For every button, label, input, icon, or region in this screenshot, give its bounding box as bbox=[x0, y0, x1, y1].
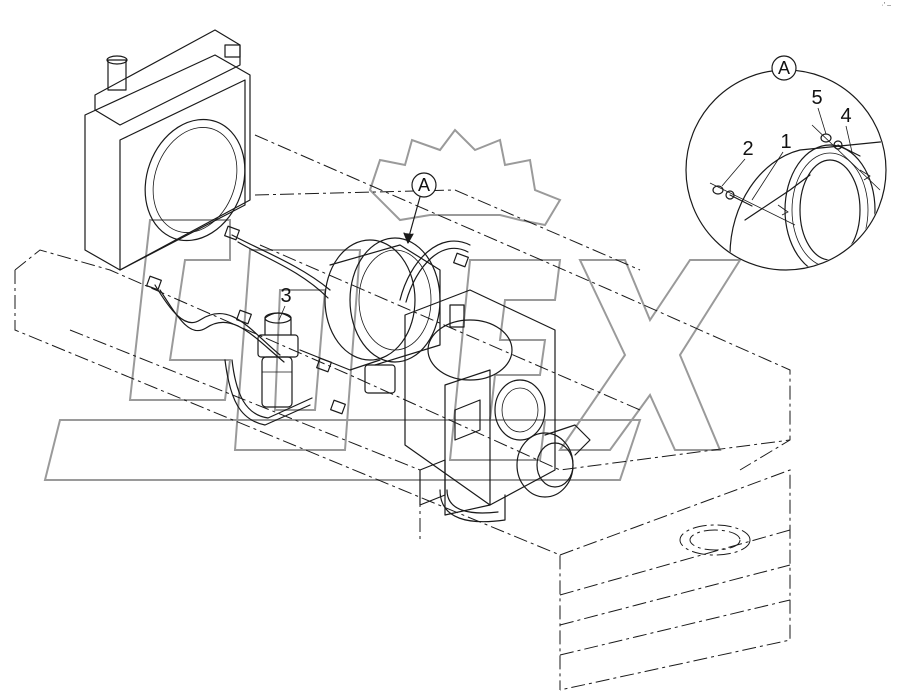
radiator-body bbox=[84, 54, 251, 271]
callout-4-leader bbox=[845, 125, 853, 153]
radiator-outlet-pipe bbox=[224, 44, 241, 58]
watermark-letter-e bbox=[448, 259, 562, 461]
hose-radiator-to-transmission bbox=[231, 234, 331, 291]
callout-3: 3 bbox=[278, 285, 292, 321]
converter-housing-rear bbox=[324, 239, 416, 361]
fitting-lower bbox=[330, 399, 346, 415]
detail-view-a: A 1 2 5 4 bbox=[685, 55, 887, 271]
output-yoke bbox=[544, 424, 591, 456]
converter-housing-front bbox=[349, 237, 441, 363]
transmission bbox=[324, 237, 591, 516]
hose-bottom-loop bbox=[439, 489, 506, 523]
callout-2-label: 2 bbox=[742, 138, 753, 160]
detail-housing-edge bbox=[744, 174, 811, 221]
hydraulic-lines bbox=[154, 234, 506, 523]
frame-crossmember bbox=[254, 189, 641, 271]
radiator-core bbox=[119, 79, 246, 271]
watermark bbox=[43, 128, 742, 481]
detail-bolt-right-head bbox=[833, 140, 843, 150]
callout-1-leader bbox=[751, 151, 784, 201]
dipstick-tube bbox=[449, 304, 465, 328]
fitting-valve bbox=[316, 357, 332, 373]
callout-3-label: 3 bbox=[280, 285, 291, 307]
hose-top-loop bbox=[399, 240, 471, 301]
filter-canister bbox=[261, 356, 293, 408]
watermark-base bbox=[43, 419, 642, 481]
transmission-output-housing bbox=[427, 319, 513, 381]
fitting-transmission-top bbox=[453, 252, 469, 268]
radiator-filler-cap bbox=[106, 55, 128, 65]
fittings bbox=[146, 225, 469, 415]
hose-lower-return-b bbox=[231, 359, 313, 419]
frame bbox=[14, 134, 791, 691]
corner-mark: ·′ – bbox=[881, 2, 891, 9]
hose-left-loop bbox=[154, 284, 281, 356]
output-flange-outer bbox=[516, 432, 574, 498]
detail-washer-left bbox=[712, 185, 724, 195]
frame-pivot-hole bbox=[679, 524, 751, 556]
converter-bolt-circle bbox=[358, 249, 432, 351]
filter-head-cap bbox=[264, 312, 292, 324]
converter-housing-body bbox=[329, 244, 441, 366]
frame-pivot-hole-inner bbox=[689, 529, 741, 551]
control-valve-block bbox=[364, 364, 396, 394]
hose-lower-return bbox=[224, 359, 311, 426]
detail-hole-mark-2 bbox=[859, 169, 871, 181]
callout-4-label: 4 bbox=[840, 105, 851, 127]
callout-3-leader bbox=[278, 305, 286, 321]
radiator-fan-shroud bbox=[144, 118, 246, 242]
view-a-reference-circle bbox=[411, 172, 437, 198]
detail-hole-mark-1 bbox=[777, 204, 789, 216]
hose-filter-to-valve bbox=[299, 349, 381, 371]
view-a-reference-letter: A bbox=[418, 175, 430, 195]
fitting-radiator-lower bbox=[146, 275, 162, 291]
detail-centerline-right bbox=[811, 124, 881, 191]
mount-bracket-front bbox=[454, 399, 481, 441]
frame-rail-top bbox=[254, 134, 791, 471]
view-a-reference: A bbox=[403, 172, 437, 244]
watermark-letter-x bbox=[558, 259, 742, 451]
callout-5-label: 5 bbox=[811, 87, 822, 109]
fitting-filter-inlet bbox=[236, 309, 252, 325]
transmission-cover-plate bbox=[494, 379, 546, 441]
callout-2-leader bbox=[721, 158, 746, 187]
transmission-cover-plate-inner bbox=[501, 387, 539, 433]
radiator-top-tank bbox=[94, 29, 241, 126]
hose-top-loop-b bbox=[405, 247, 469, 303]
radiator bbox=[84, 29, 251, 271]
watermark-gear bbox=[368, 128, 562, 227]
frame-rail-front bbox=[14, 270, 561, 690]
output-flange-inner bbox=[536, 442, 574, 488]
callout-5-leader bbox=[817, 107, 827, 135]
view-a-reference-arrowhead bbox=[403, 232, 414, 244]
frame-rail-inner bbox=[69, 329, 421, 540]
watermark-letter-o bbox=[233, 249, 362, 451]
filter-assembly bbox=[257, 312, 299, 408]
transmission-main-case bbox=[404, 289, 556, 506]
detail-view-a-badge-letter: A bbox=[778, 58, 790, 78]
mount-bracket-lower bbox=[419, 459, 446, 506]
callout-1-label: 1 bbox=[780, 131, 791, 153]
frame-rail-left bbox=[14, 249, 791, 471]
frame-bumper bbox=[559, 469, 791, 691]
frame-bumper-line-2 bbox=[559, 564, 791, 626]
watermark-letter-c bbox=[128, 219, 232, 401]
radiator-fan-ring bbox=[152, 127, 238, 233]
frame-bumper-line-3 bbox=[559, 599, 791, 656]
view-a-reference-leader bbox=[407, 196, 421, 241]
detail-view-a-badge bbox=[771, 55, 797, 81]
fitting-radiator-upper bbox=[224, 225, 240, 241]
frame-bumper-line-1 bbox=[559, 529, 791, 596]
hose-left-loop-b bbox=[159, 289, 285, 363]
hose-bottom-loop-b bbox=[446, 489, 499, 514]
detail-view-a-circle bbox=[685, 69, 887, 271]
radiator-filler-neck bbox=[107, 59, 127, 91]
hose-radiator-to-transmission-b bbox=[237, 241, 329, 299]
detail-centerline-left bbox=[709, 182, 796, 226]
